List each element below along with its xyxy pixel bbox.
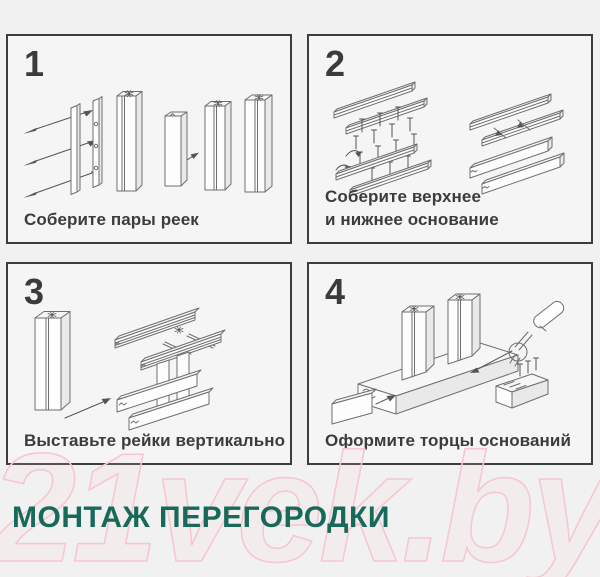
base-shape <box>357 342 519 415</box>
step-number: 2 <box>325 43 346 84</box>
single-slat-shape <box>164 111 188 187</box>
drilled-slat-shape <box>92 96 103 188</box>
arrow-icon <box>64 398 111 419</box>
assembled-base-shape <box>469 93 565 195</box>
rail-shape <box>335 143 432 197</box>
step-panel-2: 2 <box>307 34 593 244</box>
slat-pair-shape <box>116 90 143 192</box>
post-shape <box>401 293 481 381</box>
arrow-icon <box>470 350 513 373</box>
slat-pair-shape <box>34 311 71 411</box>
end-cap-shape <box>495 357 549 409</box>
slat-pair-shape <box>204 100 232 191</box>
step-panel-1: 1 <box>6 34 292 244</box>
screw-icon <box>353 106 413 150</box>
step-caption: Оформите торцы оснований <box>325 430 572 450</box>
step-caption: Соберите пары реек <box>24 209 199 229</box>
step-caption: Выставьте рейки вертикально <box>24 430 286 450</box>
assembled-pair-shape <box>244 94 273 193</box>
wedge-shape <box>331 388 396 425</box>
step4-illustration-end-caps <box>331 293 565 425</box>
step1-illustration-slat-pairs <box>23 90 273 198</box>
rail-shape <box>333 81 428 135</box>
step-number: 1 <box>24 43 45 84</box>
bottom-base-shape <box>116 369 214 431</box>
step3-illustration-vertical-slats <box>34 307 226 431</box>
screwdriver-icon <box>508 300 565 367</box>
step-panel-3: 3 <box>6 262 292 465</box>
thin-slat-shape <box>70 103 81 195</box>
step2-illustration-bases <box>333 81 565 197</box>
step-panel-4: 4 <box>307 262 593 465</box>
step-caption: Соберите верхнее и нижнее основание <box>325 187 499 229</box>
step-number: 3 <box>24 271 45 312</box>
top-base-shape <box>114 307 226 371</box>
page-title: МОНТАЖ ПЕРЕГОРОДКИ <box>12 501 390 534</box>
arrow-icon <box>186 152 199 161</box>
screw-icon <box>23 110 101 198</box>
step-number: 4 <box>325 271 346 312</box>
